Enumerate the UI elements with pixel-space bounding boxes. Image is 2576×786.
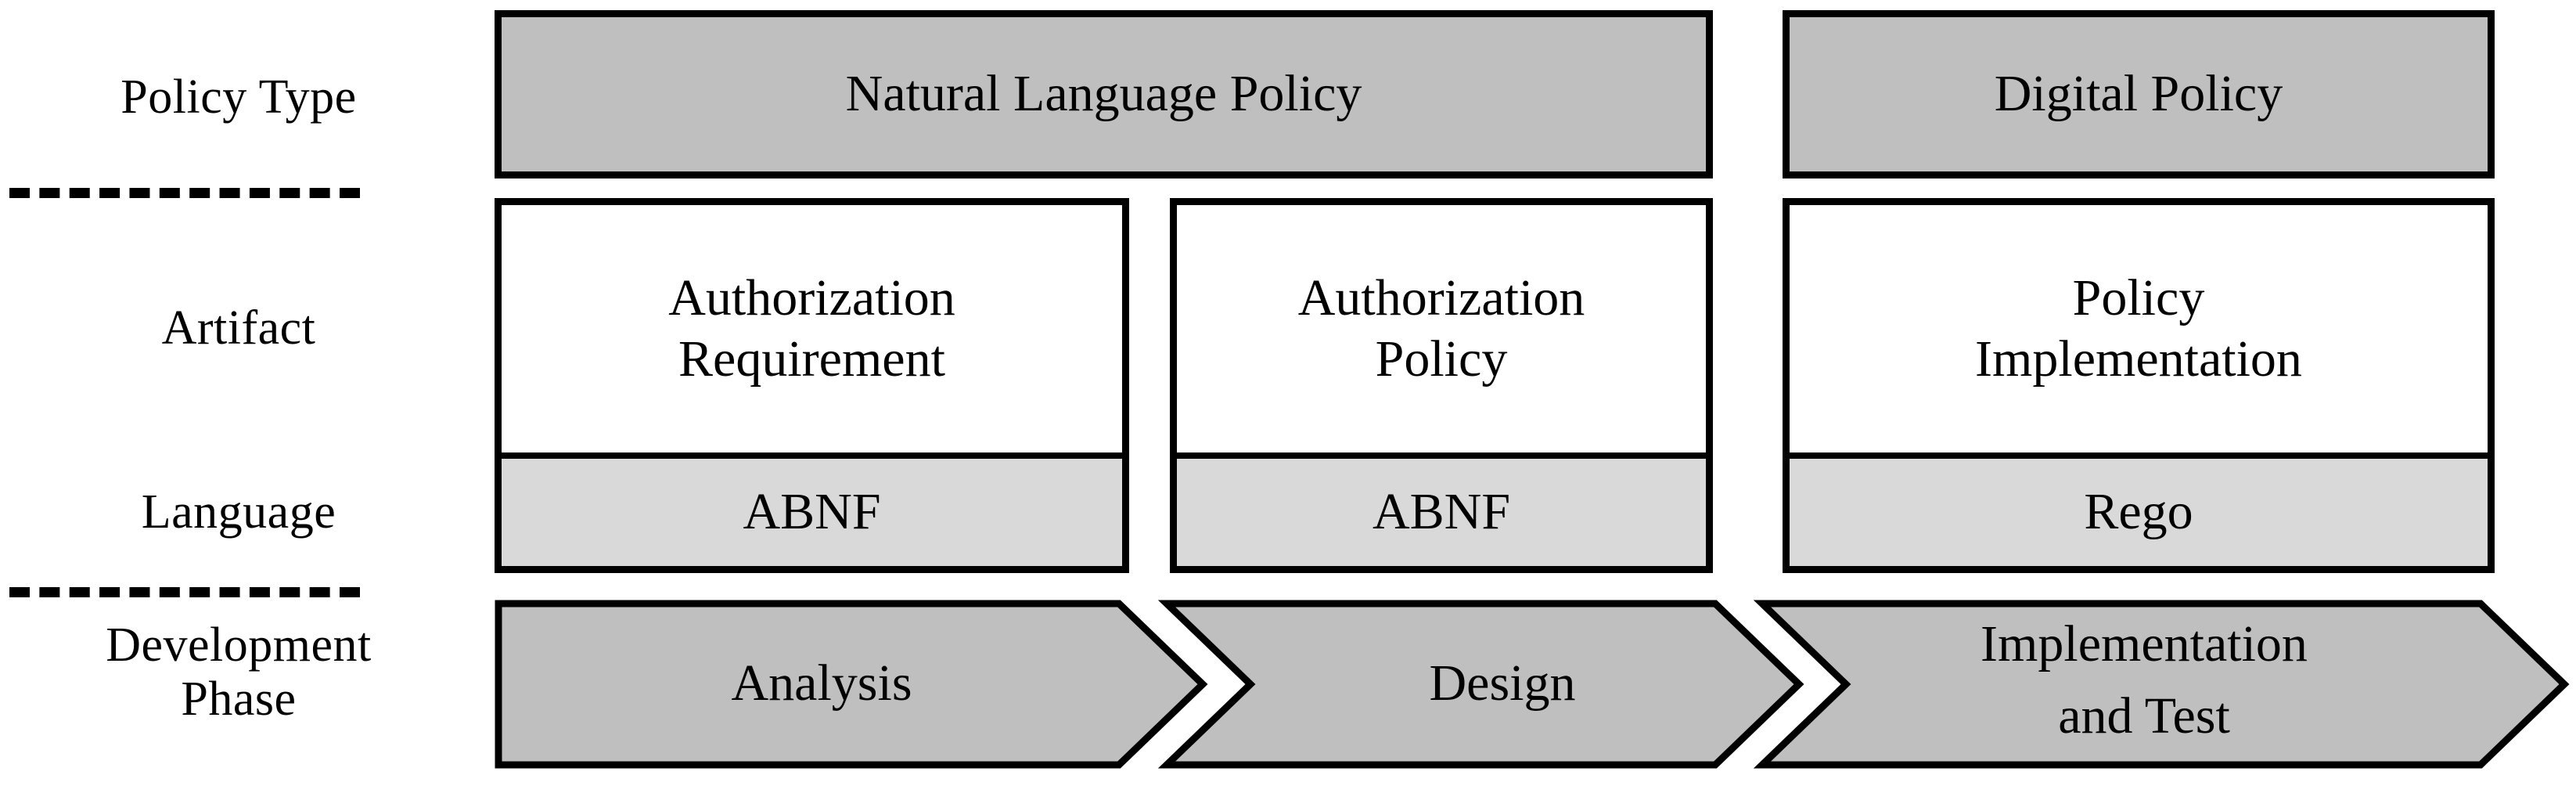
box-language-abnf-1: ABNF — [502, 459, 1122, 566]
chevron-label-design: Design — [1430, 654, 1576, 712]
chevron-label-analysis: Analysis — [732, 654, 912, 712]
column-2-artifact-language-stack: Authorization Policy ABNF — [1170, 198, 1713, 573]
box-artifact-authorization-requirement: Authorization Requirement — [502, 205, 1122, 459]
box-language-rego: Rego — [1790, 459, 2488, 566]
chevron-label-and-test: and Test — [2058, 687, 2230, 745]
box-natural-language-policy: Natural Language Policy — [495, 10, 1713, 178]
dashed-separator-bottom — [9, 587, 360, 597]
box-digital-policy: Digital Policy — [1783, 10, 2495, 178]
chevron-arrow-implementation-and-test — [1753, 600, 2570, 769]
row-label-language: Language — [141, 485, 336, 539]
chevron-arrow-design — [1157, 600, 1804, 769]
box-artifact-authorization-policy: Authorization Policy — [1177, 205, 1706, 459]
row-label-development-phase: Development Phase — [106, 618, 372, 727]
development-phase-arrow-row: Analysis Design Implementation and Test — [0, 597, 2576, 771]
row-label-policy-type: Policy Type — [121, 70, 357, 124]
chevron-arrow-analysis — [495, 600, 1208, 769]
column-1-artifact-language-stack: Authorization Requirement ABNF — [495, 198, 1129, 573]
dashed-separator-top — [9, 188, 360, 198]
chevron-label-implementation: Implementation — [1981, 615, 2308, 672]
box-artifact-policy-implementation: Policy Implementation — [1790, 205, 2488, 459]
chevron-arrows-svg: Analysis Design Implementation and Test — [495, 600, 2570, 769]
box-language-abnf-2: ABNF — [1177, 459, 1706, 566]
row-label-artifact: Artifact — [161, 301, 316, 355]
column-3-artifact-language-stack: Policy Implementation Rego — [1783, 198, 2495, 573]
